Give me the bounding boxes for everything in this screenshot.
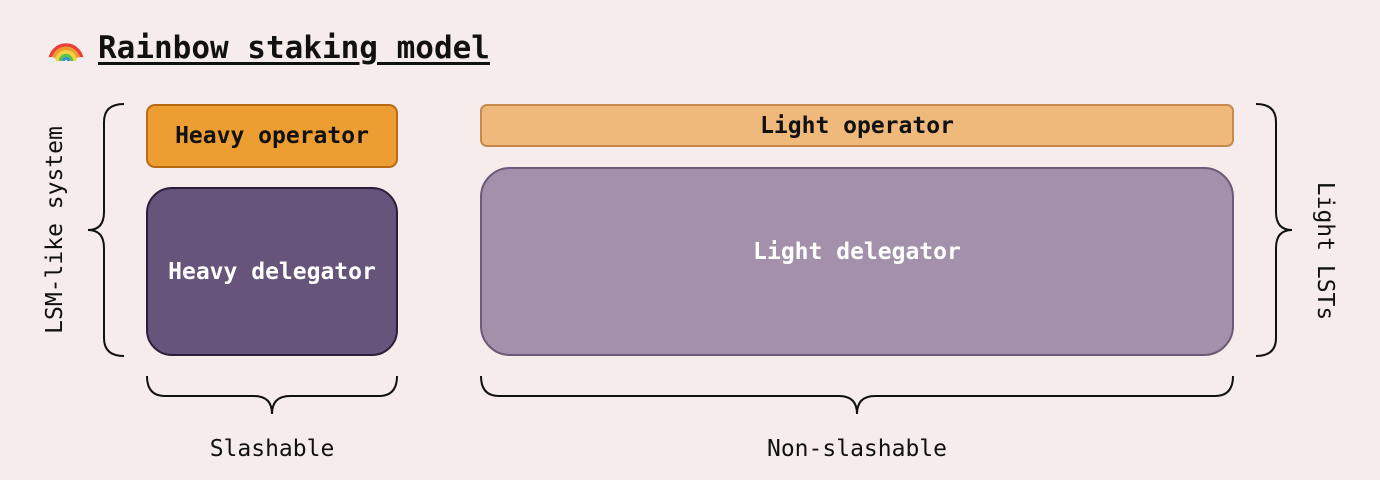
light-operator-box: Light operator: [480, 104, 1234, 147]
right-brace: [1255, 103, 1293, 357]
rainbow-icon: [46, 43, 86, 63]
slashable-brace: [146, 375, 398, 415]
slashable-label: Slashable: [209, 436, 335, 462]
light-delegator-label: Light delegator: [753, 238, 961, 265]
diagram-title: Rainbow staking model: [46, 30, 490, 66]
lsm-like-system-label: LSM-like system: [42, 126, 68, 334]
heavy-operator-box: Heavy operator: [146, 104, 398, 168]
non-slashable-label: Non-slashable: [766, 436, 948, 462]
title-text: Rainbow staking model: [98, 30, 490, 66]
light-operator-label: Light operator: [760, 112, 954, 139]
left-brace: [87, 103, 125, 357]
heavy-operator-label: Heavy operator: [175, 123, 369, 149]
heavy-delegator-label: Heavy delegator: [168, 258, 376, 285]
light-lsts-label: Light LSTs: [1312, 181, 1338, 321]
heavy-delegator-box: Heavy delegator: [146, 187, 398, 356]
non-slashable-brace: [480, 375, 1234, 415]
light-delegator-box: Light delegator: [480, 167, 1234, 356]
